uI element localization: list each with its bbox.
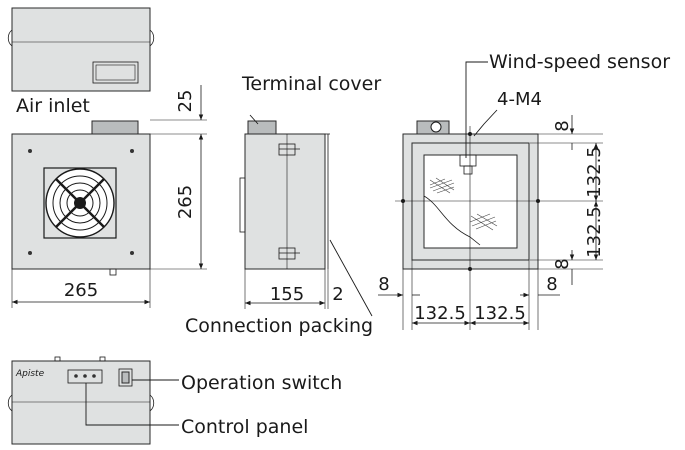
terminal-cover-label: Terminal cover [241, 73, 381, 95]
control-view: Apiste [7, 356, 179, 445]
operation-switch-button[interactable] [118, 368, 133, 387]
hatch-pattern-upper [429, 177, 455, 194]
dim-side-depth: 155 [270, 284, 304, 305]
connection-packing-label: Connection packing [185, 315, 373, 337]
fan-grill-icon [43, 167, 117, 239]
dim-packing: 2 [332, 284, 343, 305]
brand-logo: Apiste [15, 369, 45, 379]
dim-half-width-left: 132.5 [414, 303, 466, 324]
dim-top-height: 25 [175, 90, 196, 113]
dim-half-width-right: 132.5 [474, 303, 526, 324]
dim-half-height-top: 132.5 [584, 146, 605, 198]
side-dimensions [244, 239, 373, 317]
mounting-dimensions [378, 61, 603, 330]
side-view [239, 120, 330, 270]
dim-front-height: 265 [175, 185, 196, 219]
operation-switch-label: Operation switch [181, 372, 342, 394]
front-view [11, 120, 151, 276]
dim-flange-top: 8 [552, 120, 573, 131]
top-view [7, 7, 155, 92]
m4-holes-label: 4-M4 [497, 89, 542, 110]
dim-front-width: 265 [64, 280, 98, 301]
hatch-pattern-lower [469, 213, 498, 231]
dim-flange-right: 8 [546, 274, 557, 295]
dim-half-height-bottom: 132.5 [584, 206, 605, 258]
dim-flange-left: 8 [378, 274, 389, 295]
control-panel-label: Control panel [181, 416, 308, 438]
wind-speed-sensor-label: Wind-speed sensor [489, 51, 670, 73]
dim-flange-bottom: 8 [552, 258, 573, 269]
control-panel-display [67, 369, 103, 384]
front-dimensions [11, 85, 207, 308]
mounting-view [395, 120, 546, 277]
air-inlet-label: Air inlet [16, 95, 90, 117]
